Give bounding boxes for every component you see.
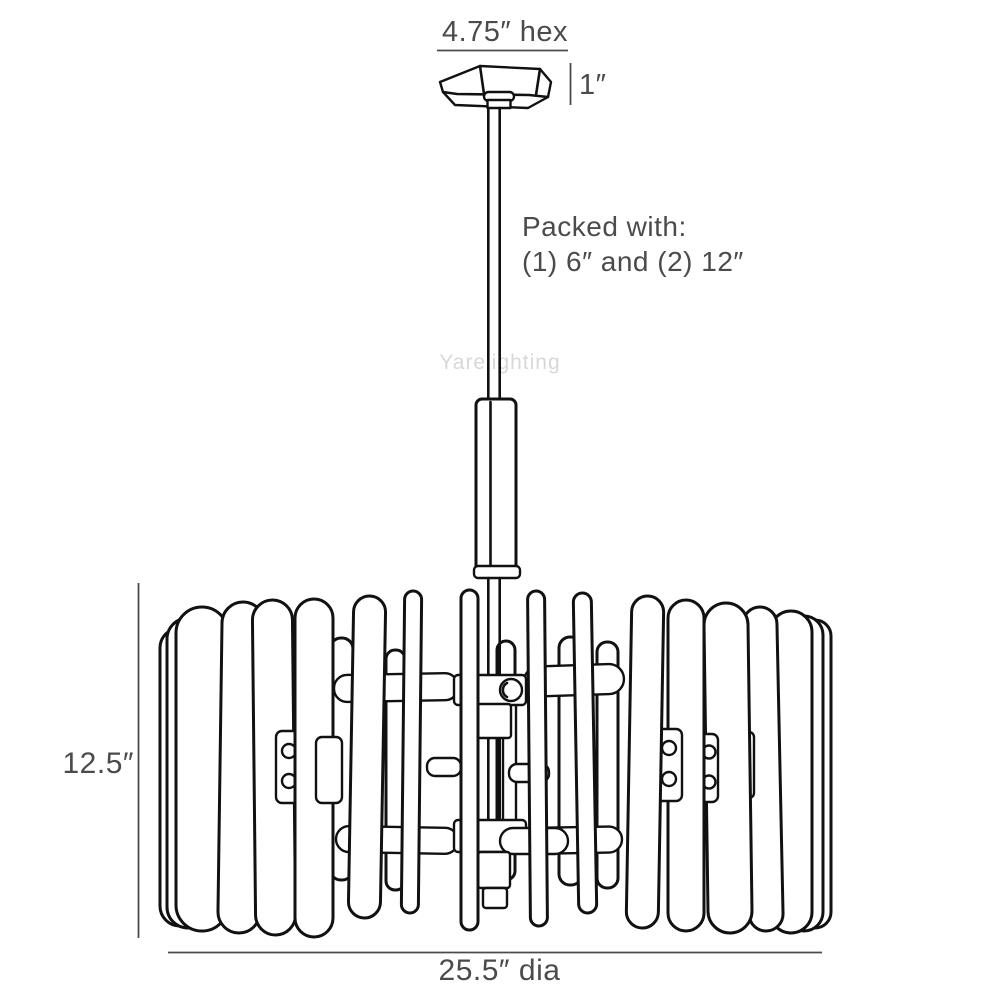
shade-height-dimension: 12.5″ bbox=[62, 747, 134, 780]
packed-note: Packed with: (1) 6″ and (2) 12″ bbox=[522, 209, 744, 279]
center-link-left bbox=[425, 756, 463, 778]
stem-section bbox=[472, 397, 522, 580]
center-plate-lower bbox=[476, 850, 512, 890]
packed-note-line1: Packed with: bbox=[522, 211, 687, 242]
bracket-hole bbox=[660, 739, 678, 757]
bracket-hole bbox=[660, 770, 678, 788]
stem-end-cap bbox=[472, 564, 522, 580]
canopy-width-dimension: 4.75″ hex bbox=[441, 16, 569, 48]
center-stub bbox=[481, 886, 509, 910]
mounting-bracket-plain bbox=[314, 735, 344, 805]
canopy-height-dimension: 1″ bbox=[579, 69, 607, 101]
drum-slat bbox=[571, 591, 599, 915]
drum-slat bbox=[526, 589, 549, 928]
drum-slat bbox=[624, 594, 666, 930]
stem-body bbox=[474, 397, 518, 575]
hex-canopy bbox=[438, 64, 553, 110]
shade-diameter-dimension: 25.5″ dia bbox=[438, 954, 561, 987]
packed-note-line2: (1) 6″ and (2) 12″ bbox=[522, 246, 744, 277]
hanging-rod-upper bbox=[486, 106, 502, 401]
canopy-collar bbox=[486, 98, 512, 110]
dimension-lines bbox=[137, 49, 822, 954]
front-slats-left bbox=[158, 588, 480, 939]
drum-slat bbox=[346, 594, 388, 920]
center-plate-upper bbox=[475, 702, 513, 740]
front-slats-right bbox=[526, 589, 833, 935]
drum-slat bbox=[459, 588, 480, 932]
shade-drum bbox=[158, 576, 833, 939]
upper-hub-boss-inner bbox=[501, 681, 509, 699]
drum-slat bbox=[399, 589, 424, 915]
